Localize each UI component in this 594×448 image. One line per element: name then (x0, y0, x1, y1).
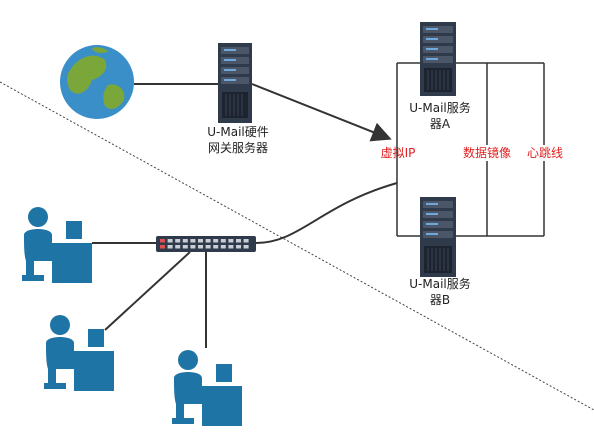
gateway-server-icon (218, 43, 252, 123)
switch-port (198, 245, 203, 249)
heartbeat-label: 心跳线 (522, 145, 568, 161)
switch-port (190, 239, 196, 243)
switch-port (220, 239, 226, 243)
switch-port (190, 245, 196, 249)
server-a-icon (420, 22, 456, 96)
boundary-dotted-line (0, 81, 594, 411)
switch-port (243, 239, 249, 243)
switch-port (205, 239, 211, 243)
switch-port (182, 245, 188, 249)
server-a-label: U-Mail服务 器A (409, 101, 471, 131)
switch-port (236, 245, 241, 249)
switch-port (228, 239, 234, 243)
globe-icon (60, 45, 134, 119)
switch-port (167, 239, 173, 243)
user-workstation-icon (44, 315, 114, 391)
switch-to-vip-link (255, 182, 398, 244)
gateway-label: U-Mail硬件 网关服务器 (207, 125, 269, 155)
gateway-to-vip-arrow (251, 83, 392, 142)
data-mirror-label: 数据镜像 (452, 145, 522, 161)
switch-port (228, 245, 234, 249)
switch-port (220, 245, 226, 249)
switch-port (213, 245, 219, 249)
switch-port (175, 239, 181, 243)
switch-port (167, 245, 173, 249)
switch-port (175, 245, 181, 249)
switch-port (160, 239, 165, 243)
user-workstation-icon (22, 207, 92, 283)
server-b-label: U-Mail服务 器B (409, 277, 471, 307)
virtual-ip-label: 虚拟IP (380, 146, 416, 160)
user-workstation-icon (172, 350, 242, 426)
switch-port (198, 239, 203, 243)
switch-port (182, 239, 188, 243)
cluster-links (396, 62, 545, 237)
server-b-icon (420, 197, 456, 277)
workstation-links (92, 242, 207, 348)
switch-port (160, 245, 165, 249)
switch-port (243, 245, 249, 249)
switch-port (205, 245, 211, 249)
switch-port (236, 239, 241, 243)
switch-icon (156, 236, 256, 252)
switch-port (213, 239, 219, 243)
